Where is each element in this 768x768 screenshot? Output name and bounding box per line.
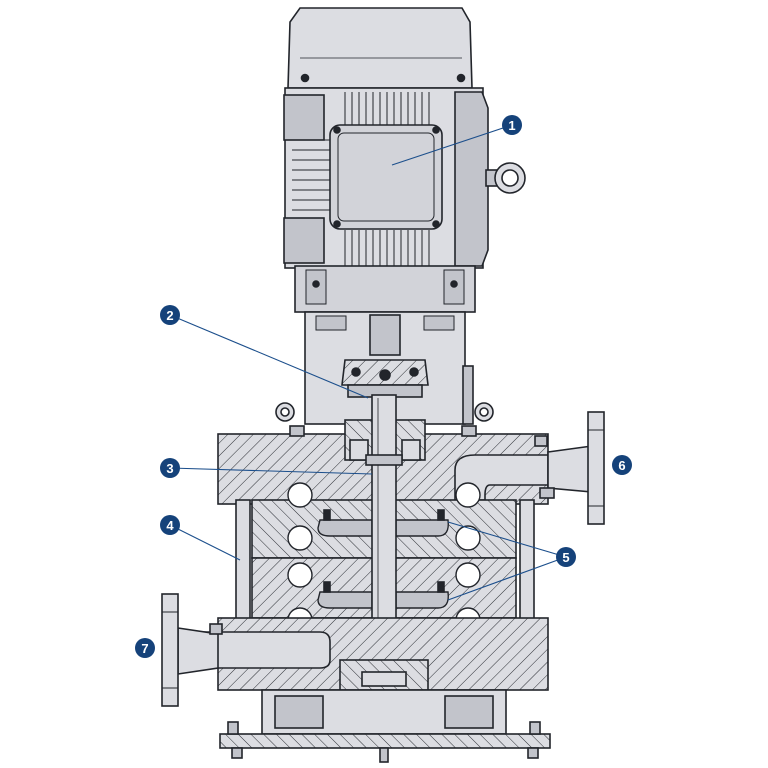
pump-bottom-casing [179, 617, 549, 691]
motor-cooling-fins [292, 92, 430, 266]
callout-4: 4 [160, 515, 180, 535]
callout-leaders [169, 124, 567, 601]
callout-5-label: 5 [562, 550, 569, 565]
callout-3-label: 3 [166, 461, 173, 476]
impeller [317, 519, 449, 609]
callout-3: 3 [160, 458, 180, 478]
leader-4 [169, 524, 241, 561]
callout-5: 5 [556, 547, 576, 567]
discharge-flange [539, 411, 605, 525]
callout-4-label: 4 [166, 518, 174, 533]
callout-7-label: 7 [141, 641, 148, 656]
callout-2-label: 2 [166, 308, 173, 323]
callout-1-label: 1 [508, 118, 515, 133]
motor-terminal-box [329, 124, 443, 230]
callout-6: 6 [612, 455, 632, 475]
callout-2: 2 [160, 305, 180, 325]
leader-1 [391, 124, 513, 166]
leader-2 [169, 314, 369, 399]
base-plate [219, 689, 551, 763]
callout-1: 1 [502, 115, 522, 135]
coupling [341, 314, 429, 398]
suction-flange [161, 593, 223, 707]
leader-5b [447, 556, 567, 601]
motor [283, 7, 526, 313]
leader-5a [447, 521, 567, 558]
leader-3 [169, 467, 373, 475]
motor-fan-cover [287, 7, 473, 89]
callout-6-label: 6 [618, 458, 625, 473]
callout-7: 7 [135, 638, 155, 658]
